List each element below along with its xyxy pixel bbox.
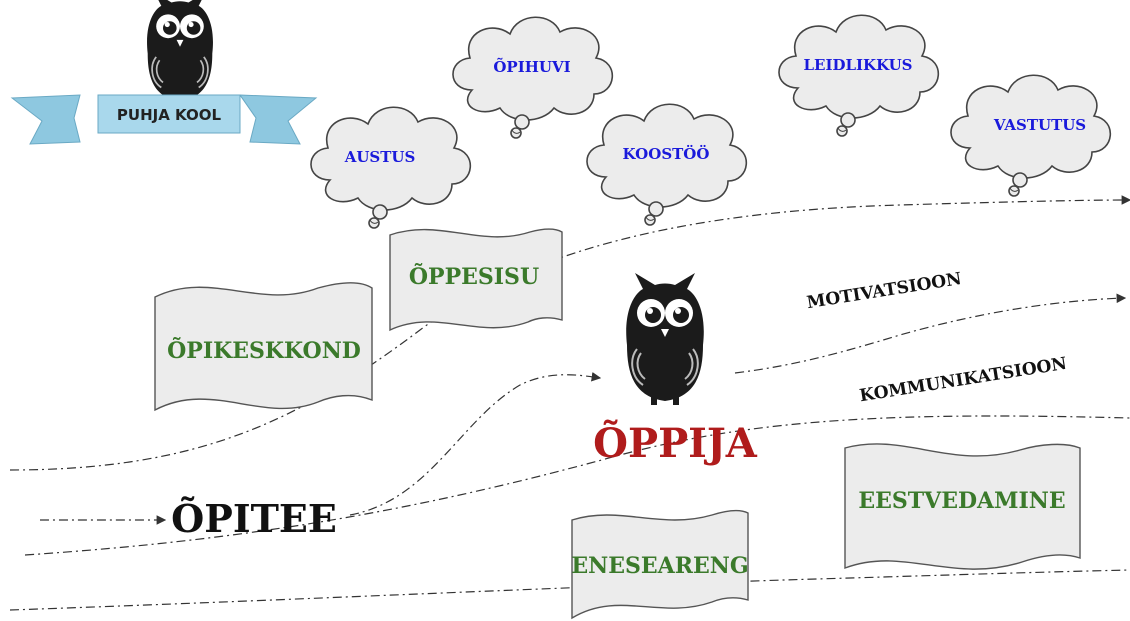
learning-path-label: ÕPITEE (171, 496, 337, 541)
flag-opikeskkond: ÕPIKESKKOND (154, 282, 373, 412)
value-cloud-leidlikkus: LEIDLIKKUS (778, 14, 940, 137)
path-line-bottom (9, 569, 1130, 611)
learner-label: ÕPPIJA (593, 420, 758, 467)
flag-oppesisu: ÕPPESISU (389, 228, 563, 332)
path-line-top (9, 195, 1130, 471)
value-label: KOOSTÖÖ (623, 144, 710, 163)
path-label-communication: KOMMUNIKATSIOON (858, 354, 1068, 407)
flag-enesearen: ENESEARENG (571, 509, 749, 620)
path-label-motivation: MOTIVATSIOON (805, 269, 963, 313)
logo-banner-label: PUHJA KOOL (117, 106, 222, 124)
flag-label: EESTVEDAMINE (858, 488, 1065, 514)
logo-banner (10, 94, 318, 145)
value-cloud-austus: AUSTUS (310, 106, 472, 229)
value-label: VASTUTUS (993, 116, 1086, 134)
path-line-motivation (734, 293, 1127, 374)
path-line-owl (349, 372, 602, 516)
learner-owl-icon (625, 272, 705, 406)
value-cloud-opihuvi: ÕPIHUVI (452, 16, 614, 139)
school-logo: PUHJA KOOL (10, 0, 318, 145)
flag-label: ÕPPESISU (409, 263, 539, 290)
logo-owl-icon (146, 0, 214, 106)
flag-eestvedamine: EESTVEDAMINE (844, 443, 1081, 570)
flag-label: ENESEARENG (571, 553, 748, 579)
value-label: AUSTUS (344, 148, 416, 166)
path-line-middle (24, 415, 1130, 556)
flag-label: ÕPIKESKKOND (167, 337, 361, 364)
value-label: ÕPIHUVI (493, 57, 570, 76)
value-label: LEIDLIKKUS (803, 56, 912, 74)
value-cloud-vastutus: VASTUTUS (950, 74, 1112, 197)
value-cloud-koostoo: KOOSTÖÖ (586, 103, 748, 226)
